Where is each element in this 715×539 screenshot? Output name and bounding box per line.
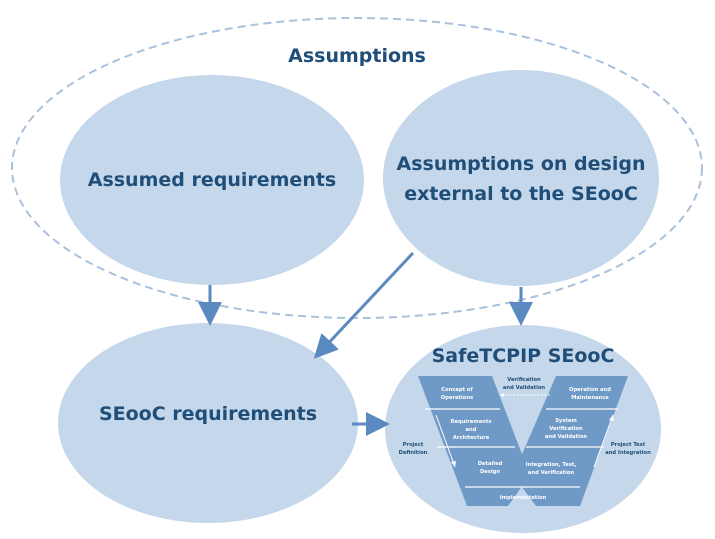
seooc-requirements-label: SEooC requirements [99,403,317,425]
system-label-3: and Validation [545,434,588,440]
assumptions-label: Assumptions [288,45,426,67]
project-test-label-2: and Integration [605,450,651,456]
project-definition-label-2: Definition [399,450,428,456]
verification-label-1: Verification [507,377,541,383]
requirements-label-1: Requirements [451,419,492,425]
requirements-label-3: Architecture [453,435,490,441]
project-definition-arrow [435,414,456,468]
operation-label-1: Operation and [569,387,611,393]
assumptions-on-design-label-1: Assumptions on design [397,153,646,175]
arrow-design-to-seooc [313,251,415,359]
seooc-requirements-bubble [58,323,358,523]
operation-label-2: Maintenance [571,395,609,401]
integration-label-1: Integration, Test, [526,462,577,468]
verification-arrowhead [500,393,504,397]
v-model: Concept of Operations Requirements and A… [399,376,651,506]
project-test-label-1: Project Test [611,442,646,448]
safetcpip-title: SafeTCPIP SEooC [432,345,615,367]
project-definition-label-1: Project [403,442,424,448]
system-label-2: Verification [549,426,583,432]
integration-label-2: and Verification [528,470,575,476]
assumed-requirements-bubble [60,75,364,285]
detailed-label-1: Detailed [478,461,503,467]
project-definition-arrowhead [451,461,456,467]
assumptions-boundary [11,17,703,319]
concept-label-2: Operations [441,395,473,401]
project-test-arrowhead [609,415,614,421]
concept-label-1: Concept of [441,387,473,393]
assumptions-on-design-bubble [383,70,659,286]
project-test-arrow [593,414,614,468]
assumed-requirements-label: Assumed requirements [88,169,337,191]
system-label-1: System [555,418,577,424]
implementation-label: Implementation [500,495,547,501]
requirements-label-2: and [466,427,477,433]
assumptions-on-design-label-2: external to the SEooC [404,183,638,205]
verification-label-2: and Validation [503,385,546,391]
detailed-label-2: Design [480,469,500,475]
